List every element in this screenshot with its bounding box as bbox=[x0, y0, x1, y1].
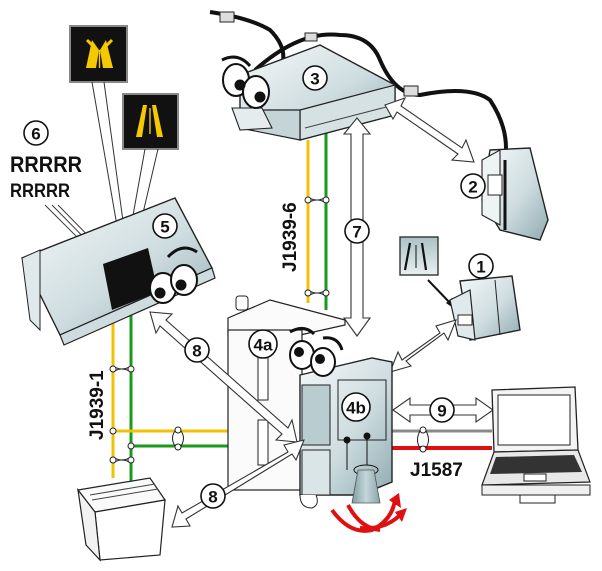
callout-8-upper: 8 bbox=[184, 337, 210, 363]
lane-switch-1 bbox=[399, 236, 521, 341]
callout-1: 1 bbox=[468, 253, 494, 279]
callout-4a: 4a bbox=[248, 329, 278, 359]
sound-text-line2: RRRRR bbox=[10, 181, 70, 202]
svg-text:3: 3 bbox=[310, 70, 319, 89]
arrow-3-to-2 bbox=[384, 97, 475, 163]
rotation-arrows-icon bbox=[330, 493, 407, 533]
callout-2: 2 bbox=[460, 173, 486, 199]
eyes-icon bbox=[289, 327, 344, 377]
svg-text:7: 7 bbox=[352, 223, 361, 242]
callout-3: 3 bbox=[302, 65, 328, 91]
svg-text:2: 2 bbox=[468, 178, 477, 197]
sound-text-line1: RRRRR bbox=[10, 152, 82, 177]
callout-7: 7 bbox=[344, 218, 370, 244]
callout-6: 6 bbox=[23, 120, 49, 146]
svg-text:5: 5 bbox=[160, 218, 169, 237]
svg-text:1: 1 bbox=[476, 258, 485, 277]
eyes-icon bbox=[221, 55, 270, 109]
instrument-cluster-5 bbox=[21, 197, 216, 346]
warning-sign-lane bbox=[122, 93, 179, 244]
bus-label-j1587: J1587 bbox=[410, 460, 463, 481]
callout-5: 5 bbox=[152, 213, 178, 239]
svg-text:6: 6 bbox=[31, 125, 40, 144]
callout-9: 9 bbox=[429, 397, 455, 423]
arrow-1-to-4b bbox=[389, 319, 457, 373]
bus-label-j1939-1: J1939-1 bbox=[87, 370, 108, 440]
control-unit-4b bbox=[289, 327, 393, 509]
control-unit-3 bbox=[209, 10, 508, 161]
laptop-pc bbox=[481, 386, 591, 504]
svg-text:9: 9 bbox=[437, 402, 446, 421]
warning-sign-lane-departure bbox=[69, 25, 128, 244]
wiring bbox=[109, 128, 492, 482]
svg-text:8: 8 bbox=[192, 342, 201, 361]
eyes-icon bbox=[149, 246, 198, 304]
svg-text:4b: 4b bbox=[346, 399, 366, 418]
battery-box bbox=[76, 477, 167, 562]
callout-8-lower: 8 bbox=[200, 483, 226, 509]
svg-text:8: 8 bbox=[208, 488, 217, 507]
svg-text:4a: 4a bbox=[254, 336, 273, 355]
callout-4b: 4b bbox=[341, 392, 371, 422]
bus-label-j1939-6: J1939-6 bbox=[280, 202, 301, 272]
camera-unit-2 bbox=[481, 147, 549, 241]
